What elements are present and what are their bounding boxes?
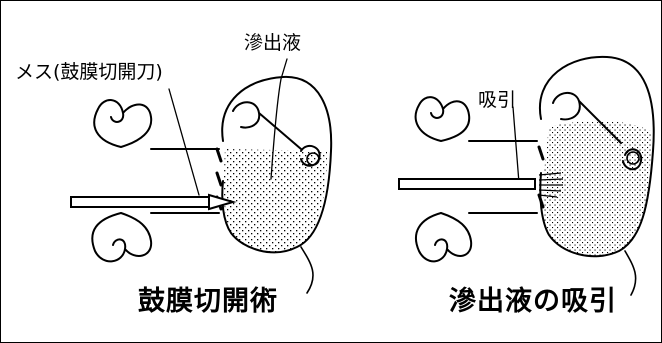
left-effusion-fill xyxy=(223,149,327,253)
right-auricle xyxy=(414,96,471,142)
suction-label: 吸引 xyxy=(478,89,517,111)
left-auricle-lower xyxy=(91,212,153,263)
scalpel-label: メス(鼓膜切開刀) xyxy=(15,61,163,83)
suction-flow-lines xyxy=(538,172,564,198)
left-auricle xyxy=(93,99,153,148)
effusion-suction-caption: 滲出液の吸引 xyxy=(449,286,617,317)
right-effusion-fill xyxy=(543,120,651,257)
effusion-label: 滲出液 xyxy=(244,32,302,54)
scalpel-instrument xyxy=(70,193,237,211)
scalpel-leader xyxy=(168,88,200,196)
suction-leader xyxy=(512,106,520,184)
right-auricle-lower xyxy=(414,212,473,263)
right-eardrum xyxy=(537,145,545,209)
myringotomy-caption: 鼓膜切開術 xyxy=(138,286,278,317)
suction-tube xyxy=(398,178,536,190)
